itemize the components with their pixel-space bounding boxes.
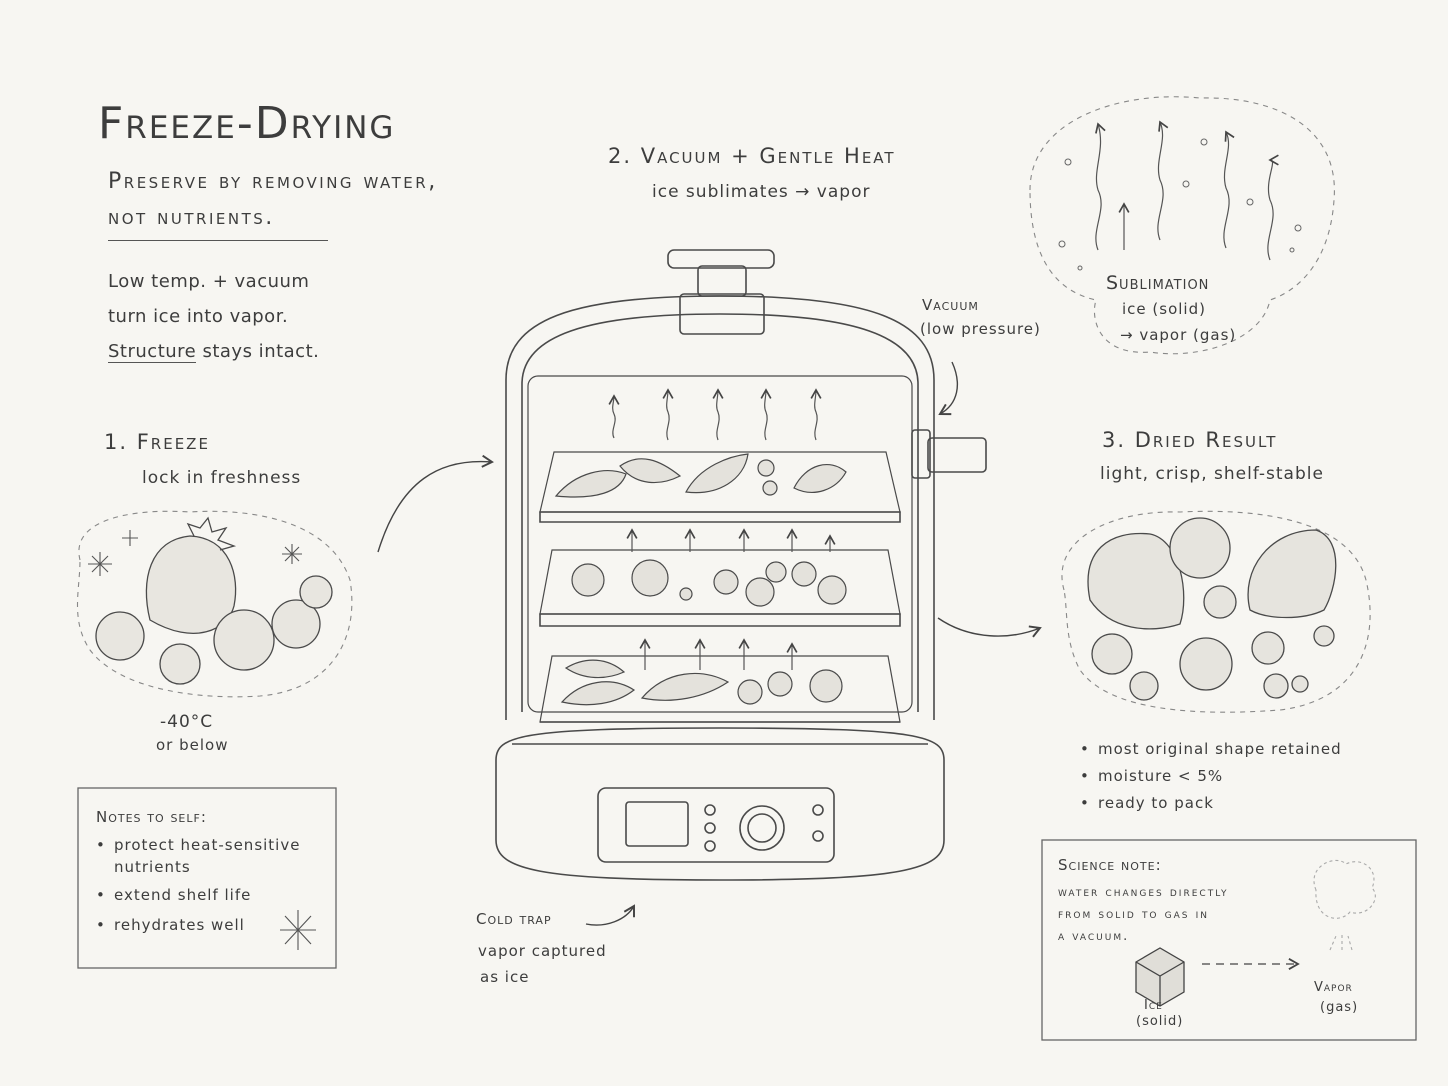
arrow-to-chamber	[377, 454, 494, 553]
freeze-temp: -40°C	[160, 712, 214, 732]
science-note-line-2: from solid to gas in	[1058, 907, 1210, 922]
science-note-line-1: water changes directly	[1058, 885, 1229, 900]
cold-trap-line-1: vapor captured	[478, 942, 607, 960]
result-bullet: most original shape retained	[1080, 736, 1342, 763]
intro-line-3: Structure stays intact.	[108, 334, 368, 369]
freeze-temp-sub: or below	[156, 736, 229, 754]
ice-cube-icon	[1135, 947, 1185, 1007]
ice-sub: (solid)	[1136, 1014, 1184, 1029]
vacuum-label: Vacuum	[922, 296, 979, 314]
freeze-dryer-machine	[495, 249, 987, 881]
page-subtitle: Preserve by removing water, not nutrient…	[108, 164, 528, 236]
intro-line-1: Low temp. + vacuum	[108, 271, 310, 292]
note-item: protect heat-sensitive nutrients	[96, 834, 306, 878]
step-3-sub: light, crisp, shelf-stable	[1100, 464, 1324, 484]
vacuum-sub: (low pressure)	[920, 320, 1041, 338]
sublimation-line-1: ice (solid)	[1122, 300, 1206, 318]
sublimation-cloud	[1029, 96, 1335, 355]
intro-text: Low temp. + vacuum turn ice into vapor. …	[108, 264, 368, 369]
snowflake-icons	[88, 530, 302, 576]
result-bullet: ready to pack	[1080, 790, 1342, 817]
subtitle-underline	[108, 240, 328, 241]
step-3-heading: 3. Dried Result	[1102, 428, 1278, 452]
arrow-vacuum	[938, 361, 959, 416]
vapor-sub: (gas)	[1320, 1000, 1359, 1015]
note-item: extend shelf life	[96, 884, 306, 906]
science-note-text: water changes directly from solid to gas…	[1058, 882, 1229, 948]
subtitle-line-1: Preserve by removing water,	[108, 169, 438, 194]
notes-box	[77, 787, 337, 969]
sublimation-title: Sublimation	[1106, 272, 1210, 294]
chamber-fruit	[554, 453, 847, 706]
vapor-arrows	[608, 388, 836, 670]
vapor-cloud-icon	[1313, 859, 1376, 951]
note-item: rehydrates well	[96, 914, 306, 936]
step-2-heading: 2. Vacuum + Gentle Heat	[608, 144, 896, 168]
notes-list: protect heat-sensitive nutrients extend …	[96, 834, 306, 936]
result-bullets: most original shape retained moisture < …	[1080, 736, 1342, 817]
vapor-dots	[1058, 138, 1302, 271]
intro-line-3-rest: stays intact.	[202, 341, 320, 362]
science-note-line-3: a vacuum.	[1058, 929, 1130, 944]
subtitle-line-2: not nutrients.	[108, 205, 275, 230]
notes-title: Notes to self:	[96, 808, 207, 826]
science-note-box	[1041, 839, 1417, 1041]
sublimation-line-2: → vapor (gas)	[1120, 326, 1237, 344]
cold-trap-line-2: as ice	[480, 968, 530, 986]
step-1-sub: lock in freshness	[142, 468, 302, 488]
ice-label: Ice	[1144, 998, 1163, 1013]
cold-trap-title: Cold trap	[476, 910, 552, 928]
fresh-fruit	[95, 516, 333, 685]
dried-bubble	[1061, 510, 1371, 713]
page-title: Freeze-Drying	[98, 98, 396, 149]
step-2-sub: ice sublimates → vapor	[652, 182, 871, 202]
arrow-cold-trap	[585, 904, 635, 926]
step-1-heading: 1. Freeze	[104, 430, 210, 454]
science-note-title: Science note:	[1058, 856, 1162, 874]
result-bullet: moisture < 5%	[1080, 763, 1342, 790]
intro-underlined-word: Structure	[108, 341, 197, 363]
dried-fruit	[1087, 517, 1337, 701]
arrow-to-result	[937, 617, 1042, 638]
sublimation-vapor-arrows	[1095, 120, 1279, 261]
vapor-label: Vapor	[1314, 980, 1353, 995]
freeze-bubble	[76, 510, 353, 698]
intro-line-2: turn ice into vapor.	[108, 306, 289, 327]
